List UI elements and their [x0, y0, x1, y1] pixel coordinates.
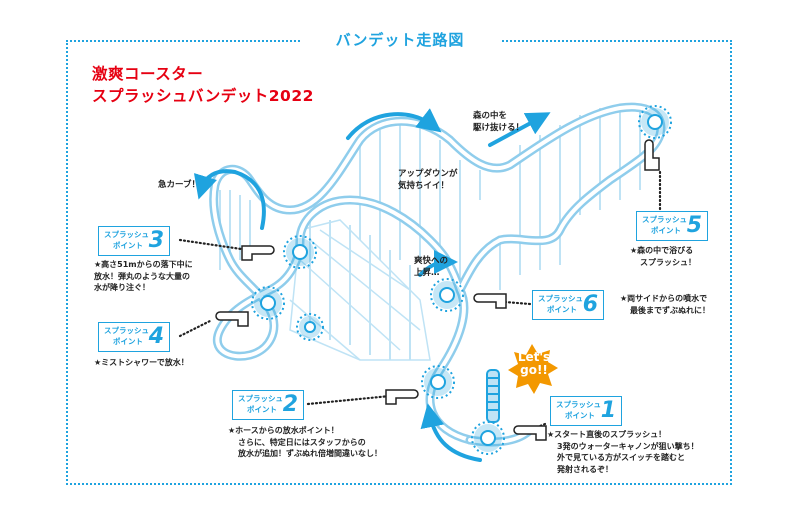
hand-icon-5	[644, 139, 660, 171]
desc-line: ★スタート直後のスプラッシュ！	[547, 430, 667, 439]
desc-line: ★ミストシャワーで放水！	[94, 358, 189, 367]
callout-updown-1: アップダウンが	[398, 169, 458, 179]
splash-point-4-label: スプラッシュ ポイント 4	[98, 322, 170, 352]
hand-icon-4	[215, 311, 249, 327]
point-name-2: ポイント	[651, 226, 681, 235]
desc-line: 発射されるぞ！	[557, 464, 613, 474]
callout-updown-2: 気持ちイイ！	[398, 181, 450, 191]
arrow-curve	[193, 169, 266, 230]
desc-line: ★両サイドからの噴水で	[620, 294, 708, 303]
point-3-desc: ★高さ51mからの落下中に 放水！弾丸のような大量の 水が降り注ぐ！	[94, 259, 193, 294]
arrow-forest	[346, 108, 442, 140]
title-line-1: 激爽コースター	[92, 65, 204, 83]
desc-line: 水が降り注ぐ！	[94, 283, 150, 292]
callout-forest-1: 森の中を	[473, 111, 508, 121]
point-name-1: スプラッシュ	[104, 326, 149, 335]
desc-line: 外で見ている方がスイッチを踏むと	[557, 453, 685, 462]
desc-line: さらに、特定日にはスタッフからの	[238, 437, 366, 447]
point-name-1: スプラッシュ	[642, 215, 687, 224]
desc-line: 最後までずぶぬれに！	[630, 305, 710, 315]
hand-icon-3	[241, 245, 275, 261]
lift-lattice	[289, 219, 431, 361]
splash-burst-1	[471, 421, 505, 455]
desc-line: ★森の中で浴びる	[630, 246, 694, 255]
point-name-2: ポイント	[547, 305, 577, 314]
point-number: 1	[600, 398, 616, 423]
splash-point-3-label: スプラッシュ ポイント 3	[98, 226, 170, 256]
splash-point-5-label: スプラッシュ ポイント 5	[636, 211, 708, 241]
point-number: 2	[282, 392, 298, 417]
go-line-2: go!!	[520, 363, 548, 377]
desc-line: ★高さ51mからの落下中に	[94, 260, 193, 269]
point-2-desc: ★ホースからの放水ポイント！ さらに、特定日にはスタッフからの 放水が追加！ずぶ…	[228, 425, 382, 460]
point-5-desc: ★森の中で浴びる スプラッシュ！	[630, 245, 696, 268]
point-name-1: スプラッシュ	[104, 230, 149, 239]
splash-burst-2	[421, 365, 455, 399]
desc-line: スプラッシュ！	[640, 257, 696, 267]
point-name-2: ポイント	[113, 241, 143, 250]
callout-climb-1: 爽快への	[414, 256, 449, 266]
callout-sharp-curve: 急カーブ！	[158, 180, 200, 190]
point-6-desc: ★両サイドからの噴水で 最後までずぶぬれに！	[620, 293, 710, 316]
splash-burst-4b	[296, 313, 324, 341]
hand-icon-1	[513, 425, 547, 441]
point-number: 5	[686, 213, 702, 238]
point-4-desc: ★ミストシャワーで放水！	[94, 357, 189, 369]
point-1-desc: ★スタート直後のスプラッシュ！ 3発のウォーターキャノンが狙い撃ち！ 外で見てい…	[547, 429, 699, 475]
splash-burst-4	[251, 286, 285, 320]
splash-point-1-label: スプラッシュ ポイント 1	[550, 396, 622, 426]
title-line-2: スプラッシュバンデット2022	[92, 87, 314, 105]
desc-line: 放水！弾丸のような大量の	[94, 271, 190, 281]
callout-forest-2: 駆け抜ける！	[473, 123, 525, 133]
callout-climb-2: 上昇…	[414, 268, 440, 278]
desc-line: 放水が追加！ずぶぬれ倍増間違いなし！	[238, 449, 382, 458]
point-name-1: スプラッシュ	[538, 294, 583, 303]
pointing-hands	[215, 139, 660, 441]
point-name-2: ポイント	[113, 337, 143, 346]
splash-point-2-label: スプラッシュ ポイント 2	[232, 390, 304, 420]
hand-icon-6	[473, 293, 507, 309]
point-name-1: スプラッシュ	[238, 394, 283, 403]
arrow-forest-2	[488, 112, 551, 147]
lift-spring	[486, 369, 500, 423]
direction-arrows	[193, 108, 551, 462]
point-number: 3	[148, 228, 164, 253]
map-header: バンデット走路図	[300, 29, 500, 50]
desc-line: 3発のウォーターキャノンが狙い撃ち！	[557, 441, 699, 451]
splash-burst-3	[283, 235, 317, 269]
splash-burst-5	[638, 105, 672, 139]
go-burst-shape	[508, 344, 558, 394]
point-number: 4	[148, 324, 164, 349]
arrow-start	[420, 403, 482, 462]
desc-line: ★ホースからの放水ポイント！	[228, 426, 339, 435]
go-line-1: Let's	[517, 350, 551, 364]
point-name-1: スプラッシュ	[556, 400, 601, 409]
point-name-2: ポイント	[247, 405, 277, 414]
splash-bursts	[251, 105, 672, 455]
arrow-climb	[418, 250, 458, 277]
hand-icon-2	[385, 389, 419, 405]
splash-point-6-label: スプラッシュ ポイント 6	[532, 290, 604, 320]
point-number: 6	[582, 292, 598, 317]
splash-burst-6	[430, 278, 464, 312]
point-name-2: ポイント	[565, 411, 595, 420]
lets-go-badge: Let's go!!	[508, 344, 556, 388]
